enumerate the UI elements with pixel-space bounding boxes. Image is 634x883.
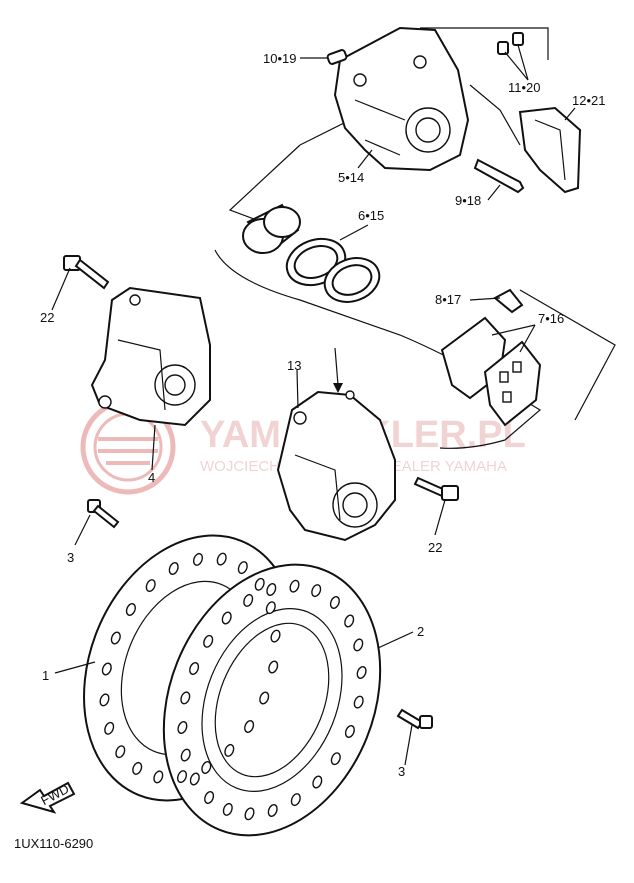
left-caliper [90,286,211,427]
callout-4: 4 [148,470,155,485]
disc-2-vent-hole [180,748,191,762]
disc-1-vent-hole [132,761,143,775]
callout-11-20: 11•20 [508,80,541,95]
callout-7-16: 7•16 [538,311,564,326]
disc-1-vent-hole [268,660,279,674]
disc-1-vent-hole [145,579,156,593]
callout-10-19: 10•19 [263,51,296,66]
upper-caliper-half [333,26,470,172]
leader-arrowhead [333,383,343,393]
piston [242,203,301,254]
callout-3-upper: 3 [67,550,74,565]
disc-1-vent-hole [201,761,212,774]
disc-2-vent-hole [203,634,214,648]
disc-bolt-upper [87,499,120,529]
disc-1-vent-hole [115,745,126,759]
disc-2-vent-hole [266,583,277,596]
disc-1-vent-hole [270,629,281,643]
disc-2-vent-hole [243,593,254,607]
disc-1-vent-hole [192,552,204,566]
disc-2-vent-hole [244,807,255,821]
disc-2-vent-hole [267,804,278,817]
disc-2-vent-hole [189,772,200,786]
disc-1-vent-hole [110,631,121,645]
callout-8-17: 8•17 [435,292,461,307]
pad-spring-clip [493,288,524,314]
disc-bolt-lower [396,708,433,730]
bleed-screw [326,49,348,65]
disc-2-vent-hole [189,662,200,675]
disc-1-vent-hole [176,770,188,784]
disc-1-vent-hole [237,561,248,575]
disc-1-vent-hole [101,662,112,676]
brake-disc-2 [162,563,382,837]
disc-2-vent-hole [353,695,364,709]
disc-2-vent-hole [222,802,233,816]
disc-2-vent-hole [330,752,341,766]
disc-2-vent-hole [329,596,340,609]
diagram-code: 1UX110-6290 [14,836,93,851]
disc-2-vent-hole [290,793,301,807]
left-mount-bolt [63,255,110,290]
disc-2-vent-hole [344,725,355,738]
disc-1-vent-hole [168,562,179,575]
disc-1-vent-hole [244,720,255,733]
disc-1-vent-hole [259,691,270,705]
callout-5-14: 5•14 [338,170,364,185]
disc-2-vent-hole [289,579,300,593]
disc-2-vent-hole [344,614,355,628]
callout-labels: 10•19 11•20 12•21 5•14 9•18 6•15 8•17 7•… [40,51,605,779]
callout-13: 13 [287,358,301,373]
piston-seals [285,237,381,303]
leader-lines [51,44,576,766]
disc-2-vent-hole [221,611,232,625]
disc-1-vent-hole [224,743,235,757]
disc-2-vent-hole [180,691,191,705]
pad-pin [473,158,525,194]
disc-1-vent-hole [104,721,115,735]
caliper-bolts [497,32,524,55]
pad-cover [518,106,582,194]
disc-1-vent-hole [125,603,136,616]
brake-pads [440,316,542,427]
callout-6-15: 6•15 [358,208,384,223]
callout-22-left: 22 [40,310,54,325]
disc-1-vent-hole [216,552,227,566]
callout-22-right: 22 [428,540,442,555]
disc-1-vent-hole [265,601,276,615]
disc-2-vent-hole [312,775,323,789]
disc-2-vent-hole [356,666,367,679]
disc-2-vent-hole [311,584,322,598]
disc-holes [99,552,367,821]
right-caliper [276,390,396,542]
disc-1-vent-hole [99,693,110,707]
callout-1: 1 [42,668,49,683]
callout-2: 2 [417,624,424,639]
callout-9-18: 9•18 [455,193,481,208]
disc-2-vent-hole [177,721,188,734]
disc-1-vent-hole [153,770,164,784]
forward-arrow: FWD [19,781,76,814]
disc-2-vent-hole [204,791,215,804]
disc-1-vent-hole [254,577,265,591]
right-mount-bolt [413,476,459,501]
disc-2-vent-hole [353,638,364,652]
callout-12-21: 12•21 [572,93,605,108]
callout-3-lower: 3 [398,764,405,779]
